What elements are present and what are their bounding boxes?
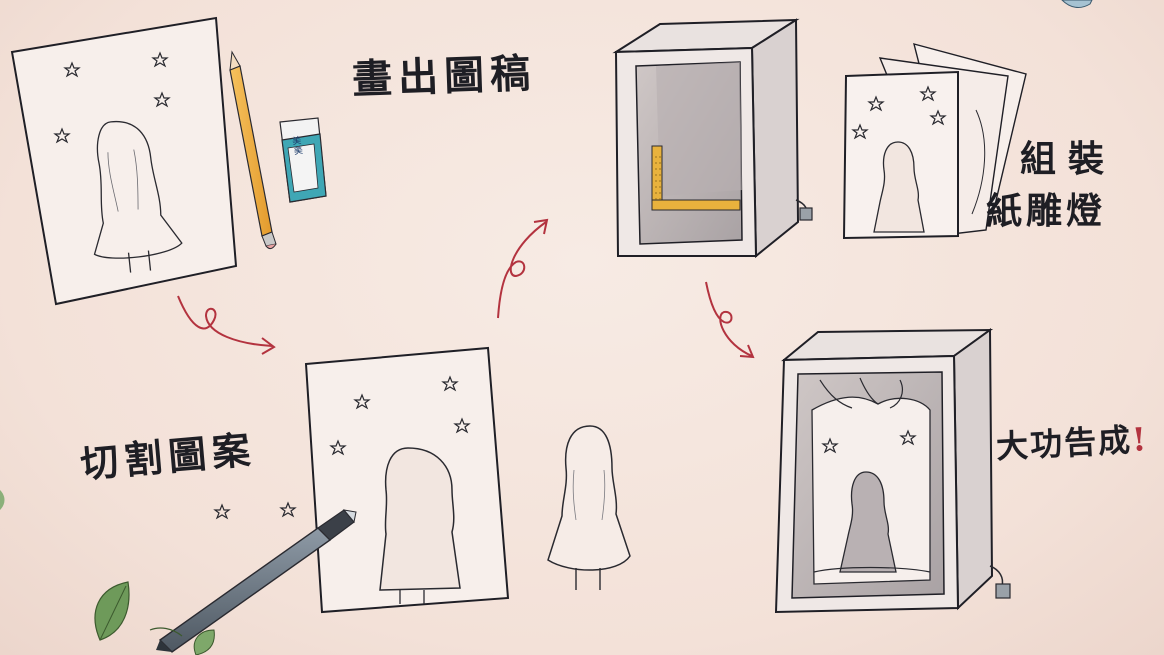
sketch-paper — [10, 16, 238, 306]
exclamation-mark: ! — [1131, 420, 1150, 459]
step-done-text: 大功告成 — [995, 420, 1134, 466]
finished-lamp — [774, 328, 1011, 614]
arrow-step2-to-step3 — [497, 218, 549, 319]
step-done-label: 大功告成! — [995, 414, 1149, 468]
paper-layers — [842, 43, 1027, 240]
eraser — [279, 117, 327, 203]
loose-stars — [214, 502, 296, 519]
lamp-frame — [612, 18, 813, 259]
craft-knife — [156, 509, 357, 653]
pencil — [229, 50, 277, 250]
arrow-step3-to-step4 — [705, 281, 755, 359]
step-assemble-label-line1: 組裝 — [1020, 138, 1117, 180]
cut-out-girl — [547, 425, 631, 590]
cut-paper — [304, 346, 510, 614]
step-draw-label: 畫出圖稿 — [351, 49, 537, 104]
arrow-step1-to-step2 — [177, 295, 276, 355]
leaf-decoration — [0, 0, 1093, 655]
step-assemble-label-line2: 紙雕燈 — [986, 190, 1107, 232]
